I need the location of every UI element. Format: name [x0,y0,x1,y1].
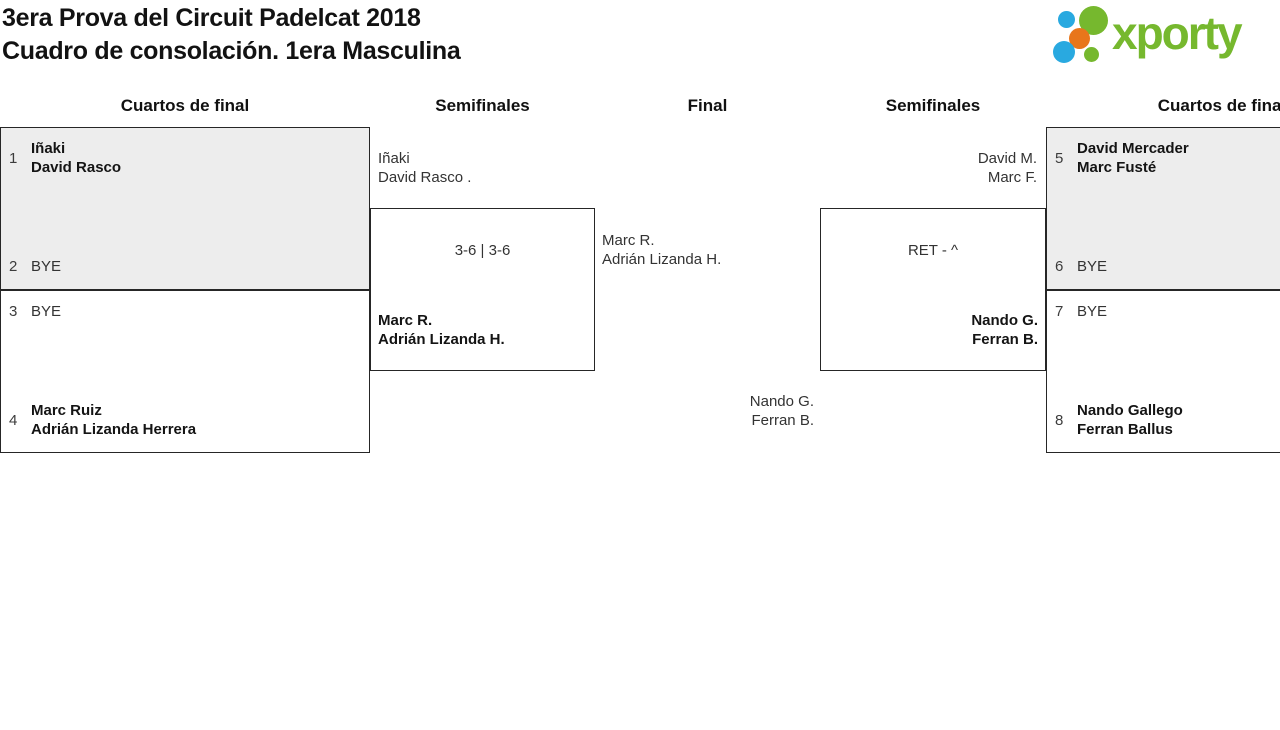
seed-number: 7 [1055,303,1064,320]
logo-dot-blue-small-icon [1058,11,1075,28]
team-slot-seed2: 2 BYE [9,257,361,276]
team-name-line: David Rasco [31,159,122,176]
team-slot-seed3: 3 BYE [9,302,361,321]
team-name-line: Nando G. [749,393,814,410]
team-name-line: Adrián Lizanda H. [602,251,722,268]
team-names: David Mercader Marc Fusté [1077,139,1189,177]
seed-number: 1 [9,149,18,167]
team-name-line: Ferran B. [751,412,814,429]
team-name-line: David Mercader [1077,140,1189,157]
team-name-line: Ferran Ballus [1077,421,1173,438]
logo-dot-orange-icon [1069,28,1090,49]
team-names: Marc Ruiz Adrián Lizanda Herrera [31,401,196,439]
team-name-line: Marc R. [378,312,433,329]
team-name-line: David Rasco . [378,169,472,186]
team-slot-seed1: 1 Iñaki David Rasco [9,139,361,177]
xporty-logo[interactable]: xporty [1048,4,1280,70]
seed-number: 3 [9,303,18,320]
team-name-line: Adrián Lizanda H. [378,331,505,348]
semifinal-right-top-team: David M. Marc F. [978,149,1037,187]
team-name-line: Ferran B. [972,331,1038,348]
seed-number: 5 [1055,149,1064,167]
page-title-line2: Cuadro de consolación. 1era Masculina [2,37,461,65]
seed-number: 8 [1055,411,1064,429]
team-slot-seed5: 5 David Mercader Marc Fusté [1055,139,1280,177]
team-name-line: Marc Fusté [1077,159,1157,176]
team-names: Nando Gallego Ferran Ballus [1077,401,1183,439]
team-name-line: BYE [31,303,62,320]
page-title-line1: 3era Prova del Circuit Padelcat 2018 [2,4,421,32]
page-title: 3era Prova del Circuit Padelcat 2018 Cua… [2,2,461,68]
seed-number: 4 [9,411,18,429]
final-right-team: Nando G. Ferran B. [750,392,814,430]
team-names: Iñaki David Rasco [31,139,121,177]
logo-dot-blue-large-icon [1053,41,1075,63]
team-name-line: BYE [1077,303,1108,320]
logo-dot-green-small-icon [1084,47,1099,62]
team-slot-seed6: 6 BYE [1055,257,1280,276]
xporty-logo-text: xporty [1112,7,1243,59]
seed-number: 2 [9,258,18,275]
team-slot-seed4: 4 Marc Ruiz Adrián Lizanda Herrera [9,401,361,439]
semifinal-right-winner-team: Nando G. Ferran B. [971,311,1038,349]
team-name-line: Iñaki [31,140,66,157]
team-names: BYE [1077,257,1107,276]
team-slot-seed7: 7 BYE [1055,302,1280,321]
team-name-line: BYE [1077,258,1108,275]
team-name-line: Marc F. [987,169,1037,186]
team-names: BYE [31,257,61,276]
semifinal-left-top-team: Iñaki David Rasco . [378,149,471,187]
match-box-qf-right-1[interactable]: 5 David Mercader Marc Fusté 6 BYE [1046,127,1280,290]
round-header-quarterfinals-left: Cuartos de final [120,96,250,115]
team-name-line: Nando Gallego [1077,402,1183,419]
seed-number: 6 [1055,258,1064,275]
team-name-line: Adrián Lizanda Herrera [31,421,197,438]
team-name-line: BYE [31,258,62,275]
match-box-semifinal-right[interactable]: RET - ^ Nando G. Ferran B. [820,208,1046,371]
team-names: BYE [31,302,61,321]
team-slot-seed8: 8 Nando Gallego Ferran Ballus [1055,401,1280,439]
match-box-qf-left-2[interactable]: 3 BYE 4 Marc Ruiz Adrián Lizanda Herrera [0,290,370,453]
final-left-team: Marc R. Adrián Lizanda H. [602,231,721,269]
match-box-semifinal-left[interactable]: 3-6 | 3-6 Marc R. Adrián Lizanda H. [370,208,595,371]
round-header-semifinals-right: Semifinales [885,96,981,115]
team-name-line: Nando G. [971,312,1038,329]
match-box-qf-left-1[interactable]: 1 Iñaki David Rasco 2 BYE [0,127,370,290]
team-names: BYE [1077,302,1107,321]
match-box-qf-right-2[interactable]: 7 BYE 8 Nando Gallego Ferran Ballus [1046,290,1280,453]
semifinal-left-winner-team: Marc R. Adrián Lizanda H. [378,311,505,349]
round-header-final: Final [687,96,728,115]
team-name-line: Marc Ruiz [31,402,102,419]
match-score: 3-6 | 3-6 [454,242,511,259]
match-score: RET - ^ [907,242,959,259]
team-name-line: David M. [977,150,1037,167]
round-header-semifinals-left: Semifinales [435,96,530,115]
team-name-line: Iñaki [378,150,410,167]
round-header-quarterfinals-right: Cuartos de final [1157,96,1280,115]
team-name-line: Marc R. [602,232,655,249]
